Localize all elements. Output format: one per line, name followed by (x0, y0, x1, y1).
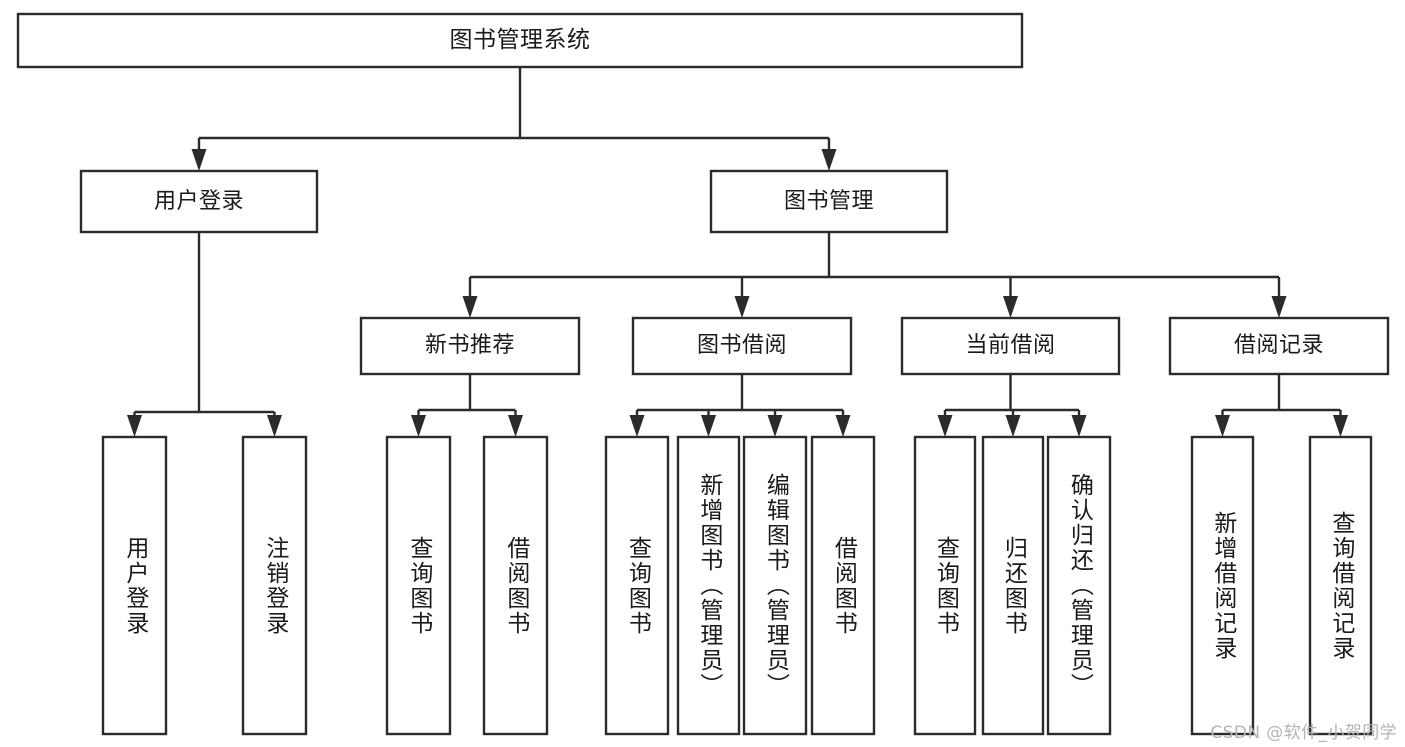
node-box-leaf-borrow-edit[interactable] (742, 435, 808, 736)
node-box-leaf-cur-return[interactable] (981, 435, 1045, 736)
arrow-head-icon (1071, 415, 1087, 437)
arrow-head-icon (462, 296, 478, 318)
arrow-head-icon (127, 415, 142, 437)
node-box-leaf-user-logout[interactable] (241, 435, 308, 736)
arrow-head-icon (1005, 415, 1021, 437)
arrow-head-icon (835, 415, 851, 437)
arrow-head-icon (629, 415, 645, 437)
node-box-leaf-borrow-query[interactable] (604, 435, 670, 736)
node-box-leaf-rcd-query[interactable] (1308, 435, 1373, 736)
node-box-leaf-rec-query[interactable] (385, 435, 452, 736)
node-box-borrow-record[interactable] (1168, 316, 1390, 376)
arrow-head-icon (508, 415, 523, 437)
arrow-head-icon (821, 149, 837, 171)
node-box-root[interactable] (16, 12, 1024, 69)
arrow-head-icon (734, 296, 750, 318)
arrow-head-icon (1003, 296, 1018, 318)
node-box-book-manage[interactable] (709, 169, 949, 234)
node-box-leaf-cur-query[interactable] (913, 435, 977, 736)
arrow-head-icon (937, 415, 953, 437)
arrow-head-icon (191, 149, 207, 171)
edge-layer (127, 67, 1348, 437)
arrow-head-icon (267, 415, 282, 437)
node-box-book-borrow[interactable] (631, 316, 853, 376)
arrow-head-icon (767, 415, 783, 437)
arrow-head-icon (411, 415, 426, 437)
node-box-current-borrow[interactable] (900, 316, 1121, 376)
arrow-head-icon (1215, 415, 1230, 437)
arrow-head-icon (1271, 296, 1287, 318)
node-box-leaf-borrow-add[interactable] (676, 435, 741, 736)
arrow-head-icon (1333, 415, 1348, 437)
box-layer (16, 12, 1390, 736)
node-box-user-login[interactable] (79, 169, 319, 234)
node-box-leaf-user-login[interactable] (101, 435, 168, 736)
node-box-leaf-rcd-add[interactable] (1190, 435, 1255, 736)
arrow-head-icon (701, 415, 716, 437)
node-box-new-book-rec[interactable] (359, 316, 581, 376)
node-box-leaf-borrow-lend[interactable] (810, 435, 876, 736)
node-box-leaf-rec-borrow[interactable] (482, 435, 549, 736)
node-box-leaf-cur-confirm[interactable] (1046, 435, 1112, 736)
